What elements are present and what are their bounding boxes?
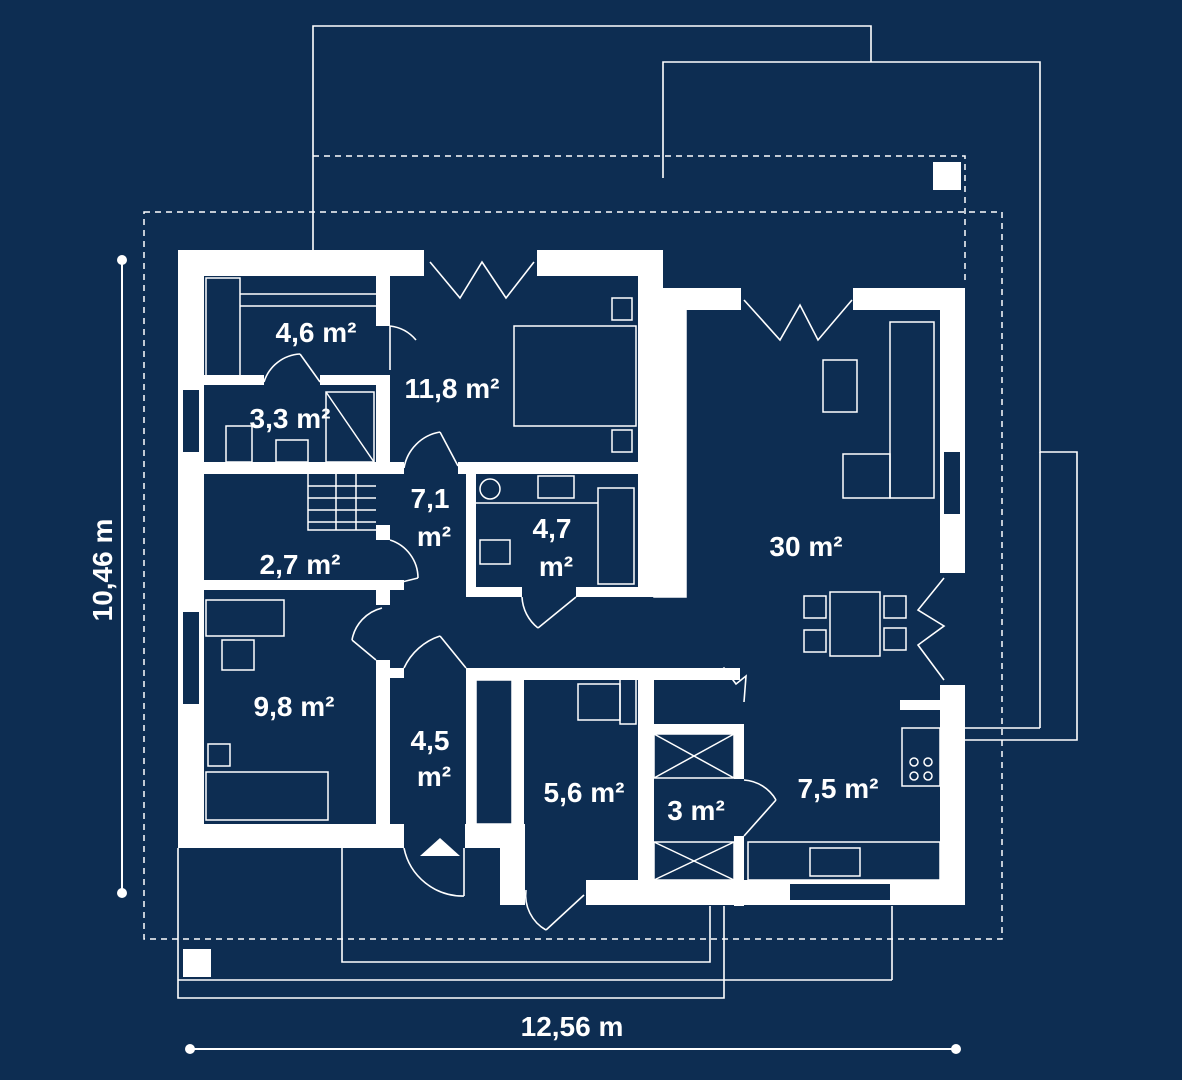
height-label: 10,46 m bbox=[87, 519, 118, 622]
room-area-entrance-1: 4,5 bbox=[411, 725, 450, 756]
room-area-living: 30 m² bbox=[769, 531, 842, 562]
dimension-width bbox=[185, 1044, 961, 1054]
room-area-entrance-2: m² bbox=[417, 761, 451, 792]
room-area-stairs: 2,7 m² bbox=[260, 549, 341, 580]
door-swings bbox=[263, 260, 946, 931]
chimney-bottom-left bbox=[183, 949, 211, 977]
room-area-wardrobe: 4,6 m² bbox=[276, 317, 357, 348]
room-area-pantry: 3 m² bbox=[667, 795, 725, 826]
room-area-bedroom-small: 9,8 m² bbox=[254, 691, 335, 722]
room-area-hall-upper-2: m² bbox=[417, 521, 451, 552]
room-area-hall-upper-1: 7,1 bbox=[411, 483, 450, 514]
dimension-height bbox=[117, 255, 127, 898]
room-area-bedroom-master: 11,8 m² bbox=[405, 373, 500, 404]
roof-outlines bbox=[177, 25, 1078, 999]
room-area-bathroom-2: m² bbox=[539, 551, 573, 582]
room-area-bathroom-1: 4,7 bbox=[533, 513, 572, 544]
furniture bbox=[205, 277, 941, 881]
width-label: 12,56 m bbox=[521, 1011, 624, 1042]
room-area-utility: 5,6 m² bbox=[544, 777, 625, 808]
walls bbox=[178, 250, 965, 906]
room-area-kitchen: 7,5 m² bbox=[798, 773, 879, 804]
dashed-outlines bbox=[143, 155, 1003, 940]
room-area-bathroom-small: 3,3 m² bbox=[250, 403, 331, 434]
entrance-arrow-icon bbox=[420, 838, 460, 856]
chimney-top-right bbox=[933, 162, 961, 190]
